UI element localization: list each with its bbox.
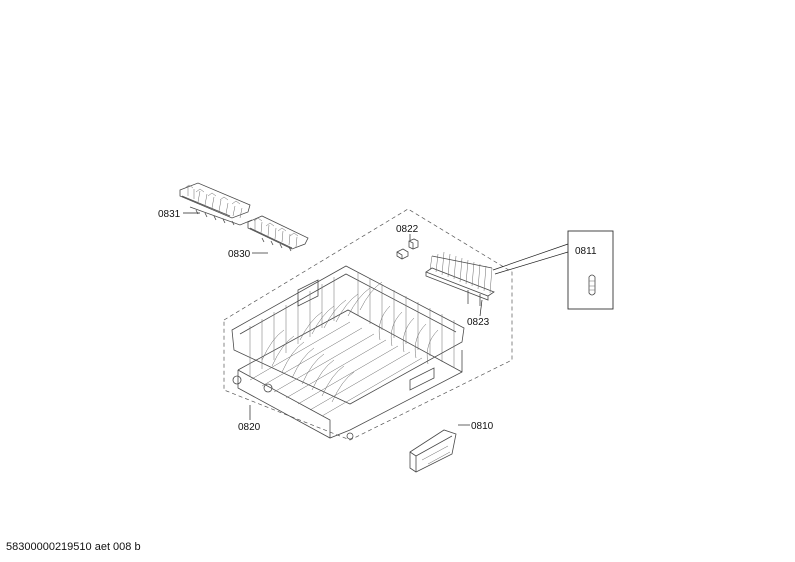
document-code: 58300000219510 aet 008 b [6,541,141,553]
part-label-0830: 0830 [228,249,251,260]
part-label-0823: 0823 [467,317,490,328]
part-0830-clip-strip [247,215,309,252]
part-label-0831: 0831 [158,209,181,220]
part-label-0820: 0820 [238,422,261,433]
part-label-0810: 0810 [471,421,494,432]
part-label-0811: 0811 [575,246,597,257]
part-0810-cutlery-tray [409,429,457,473]
part-0831-clip-strip [179,182,253,226]
part-0823-tine-row [425,251,495,306]
part-0822-clip [396,238,419,260]
part-0820-dish-basket [231,265,465,440]
part-label-0822: 0822 [396,224,419,235]
part-0811-detail-box [567,230,614,310]
